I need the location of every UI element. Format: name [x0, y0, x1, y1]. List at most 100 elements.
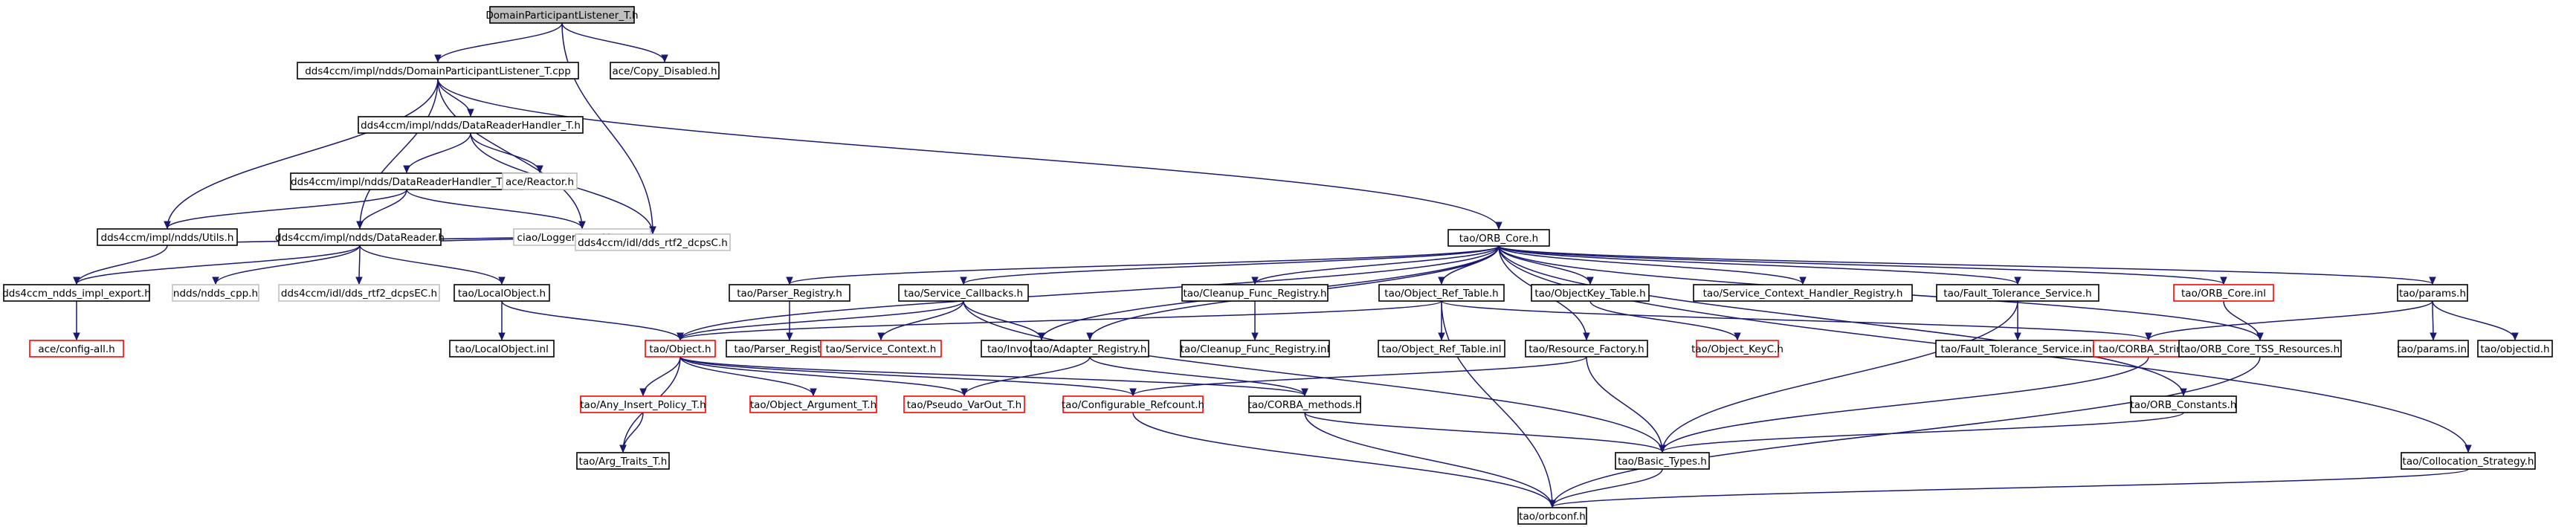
- node-ace-reactor-h: ace/Reactor.h: [502, 172, 578, 190]
- node-tao-resource-factory-h[interactable]: tao/Resource_Factory.h: [1525, 340, 1648, 358]
- node-tao-orbconf-h[interactable]: tao/orbconf.h: [1517, 507, 1587, 525]
- node-tao-orb-core-tss-resources-h[interactable]: tao/ORB_Core_TSS_Resources.h: [2178, 340, 2342, 358]
- node-tao-basic-types-h[interactable]: tao/Basic_Types.h: [1615, 452, 1710, 470]
- dependency-edge: [1498, 245, 2436, 285]
- node-tao-fault-tolerance-service-h[interactable]: tao/Fault_Tolerance_Service.h: [1936, 284, 2099, 302]
- dependency-edge: [961, 356, 1091, 397]
- dependency-edge: [1251, 300, 1259, 341]
- node-box: [2173, 284, 2274, 302]
- node-ace-config-all-h[interactable]: ace/config-all.h: [29, 340, 124, 358]
- node-tao-object-argument-t-h[interactable]: tao/Object_Argument_T.h: [749, 395, 877, 413]
- node-box: [2401, 452, 2536, 470]
- node-tao-service-context-h[interactable]: tao/Service_Context.h: [820, 340, 942, 358]
- node-tao-object-keyc-h[interactable]: tao/Object_KeyC.h: [1691, 340, 1783, 358]
- node-tao-arg-traits-t-h[interactable]: tao/Arg_Traits_T.h: [576, 452, 670, 470]
- node-label: tao/ORB_Core_TSS_Resources.h: [2180, 343, 2340, 355]
- dependency-edge: [679, 356, 968, 397]
- node-label: dds4ccm/impl/ndds/DomainParticipantListe…: [305, 65, 571, 77]
- node-label: dds4ccm_ndds_impl_export.h: [2, 288, 151, 300]
- node-box: [898, 284, 1029, 302]
- arrowhead: [961, 388, 968, 397]
- node-box: [1062, 395, 1204, 413]
- node-dds4ccm-impl-ndds-datareaderhandler-t-cpp[interactable]: dds4ccm/impl/ndds/DataReaderHandler_T.cp…: [290, 172, 523, 190]
- dependency-edge: [877, 300, 964, 341]
- arrowhead: [1586, 277, 1594, 285]
- node-tao-collocation-strategy-h[interactable]: tao/Collocation_Strategy.h: [2401, 452, 2536, 470]
- node-label: dds4ccm/impl/ndds/Utils.h: [101, 232, 234, 244]
- node-dds4ccm-impl-ndds-datareader-h[interactable]: dds4ccm/impl/ndds/DataReader.h: [275, 228, 445, 246]
- node-ace-copy-disabled-h[interactable]: ace/Copy_Disabled.h: [610, 62, 720, 80]
- arrowhead: [2014, 277, 2021, 285]
- node-tao-object-h[interactable]: tao/Object.h: [645, 340, 716, 358]
- node-dds4ccm-impl-ndds-domainparticipantlistener-t-cpp[interactable]: dds4ccm/impl/ndds/DomainParticipantListe…: [297, 62, 579, 80]
- dependency-edge: [2223, 300, 2264, 341]
- dependency-edge: [1589, 300, 1741, 341]
- dependency-edge: [2014, 300, 2021, 341]
- arrowhead: [2430, 332, 2437, 341]
- node-box: [2178, 340, 2342, 358]
- node-tao-object-ref-table-inl[interactable]: tao/Object_Ref_Table.inl: [1378, 340, 1505, 358]
- dependency-edge: [2145, 300, 2433, 341]
- dependency-edge: [437, 78, 474, 117]
- dependency-edge: [677, 300, 1442, 341]
- node-tao-objectid-h[interactable]: tao/objectid.h: [2477, 340, 2553, 358]
- node-box: [1696, 340, 1779, 358]
- node-tao-service-context-handler-registry-h[interactable]: tao/Service_Context_Handler_Registry.h: [1693, 284, 1913, 302]
- node-tao-params-inl[interactable]: tao/params.inl: [2397, 340, 2470, 358]
- node-label: tao/Service_Context.h: [826, 343, 937, 355]
- node-tao-objectkey-table-h[interactable]: tao/ObjectKey_Table.h: [1531, 284, 1650, 302]
- node-tao-corba-methods-h[interactable]: tao/CORBA_methods.h: [1247, 395, 1362, 413]
- arrowhead: [1086, 332, 1094, 341]
- dependency-edge: [501, 300, 684, 341]
- node-box: [645, 340, 716, 358]
- dependency-edge: [1659, 412, 2184, 453]
- node-tao-orb-core-inl[interactable]: tao/ORB_Core.inl: [2173, 284, 2274, 302]
- node-label: dds4ccm/impl/ndds/DataReaderHandler_T.cp…: [291, 176, 523, 188]
- node-dds4ccm-impl-ndds-datareaderhandler-t-h[interactable]: dds4ccm/impl/ndds/DataReaderHandler_T.h: [358, 116, 584, 134]
- node-tao-pseudo-varout-t-h[interactable]: tao/Pseudo_VarOut_T.h: [903, 395, 1025, 413]
- node-tao-params-h[interactable]: tao/params.h: [2397, 284, 2468, 302]
- node-dds4ccm-idl-dds-rtf2-dcpsc-h: dds4ccm/idl/dds_rtf2_dcpsC.h: [575, 233, 731, 251]
- node-label: tao/Object_Argument_T.h: [750, 399, 877, 411]
- node-label: dds4ccm/impl/ndds/DataReader.h: [275, 232, 445, 244]
- node-box: [97, 228, 238, 246]
- dependency-edge: [963, 300, 1666, 453]
- node-tao-parser-registry-h[interactable]: tao/Parser_Registry.h: [729, 284, 850, 302]
- node-tao-cleanup-func-registry-inl[interactable]: tao/Cleanup_Func_Registry.inl: [1180, 340, 1330, 358]
- node-box: [358, 116, 584, 134]
- arrowhead: [1251, 332, 1259, 341]
- node-tao-fault-tolerance-service-inl[interactable]: tao/Fault_Tolerance_Service.inl: [1935, 340, 2100, 358]
- node-tao-orb-constants-h[interactable]: tao/ORB_Constants.h: [2130, 395, 2237, 413]
- node-tao-any-insert-policy-t-h[interactable]: tao/Any_Insert_Policy_T.h: [580, 395, 706, 413]
- node-label: tao/Pseudo_VarOut_T.h: [907, 399, 1021, 411]
- node-tao-corba-string-h[interactable]: tao/CORBA_String.h: [2093, 340, 2204, 358]
- dependency-edge: [639, 356, 681, 397]
- node-tao-configurable-refcount-h[interactable]: tao/Configurable_Refcount.h: [1062, 395, 1204, 413]
- node-box: [278, 228, 442, 246]
- node-box: [575, 233, 731, 251]
- arrowhead: [2014, 332, 2021, 341]
- node-tao-cleanup-func-registry-h[interactable]: tao/Cleanup_Func_Registry.h: [1181, 284, 1329, 302]
- node-label: dds4ccm/idl/dds_rtf2_dcpsEC.h: [281, 288, 437, 300]
- node-box: [29, 340, 124, 358]
- arrowhead: [2220, 277, 2227, 285]
- node-tao-orb-core-h[interactable]: tao/ORB_Core.h: [1447, 229, 1550, 247]
- dependency-edge: [1132, 412, 1556, 508]
- node-tao-localobject-h[interactable]: tao/LocalObject.h: [453, 284, 550, 302]
- node-dds4ccm-impl-ndds-utils-h[interactable]: dds4ccm/impl/ndds/Utils.h: [97, 228, 238, 246]
- arrowhead: [2429, 277, 2436, 285]
- node-tao-localobject-inl[interactable]: tao/LocalObject.inl: [449, 340, 555, 358]
- node-tao-service-callbacks-h[interactable]: tao/Service_Callbacks.h: [898, 284, 1029, 302]
- arrowhead: [786, 332, 793, 341]
- node-tao-adapter-registry-h[interactable]: tao/Adapter_Registry.h: [1030, 340, 1149, 358]
- arrowhead: [1495, 222, 1502, 230]
- dependency-edge: [1498, 245, 2021, 285]
- node-domainparticipantlistener-t-h[interactable]: DomainParticipantListener_T.h: [485, 6, 639, 24]
- node-tao-object-ref-table-h[interactable]: tao/Object_Ref_Table.h: [1378, 284, 1505, 302]
- node-dds4ccm-ndds-impl-export-h[interactable]: dds4ccm_ndds_impl_export.h: [2, 284, 151, 302]
- arrowhead: [1438, 332, 1445, 341]
- node-box: [1615, 452, 1710, 470]
- dependency-edge: [1089, 356, 1308, 397]
- node-box: [1378, 284, 1505, 302]
